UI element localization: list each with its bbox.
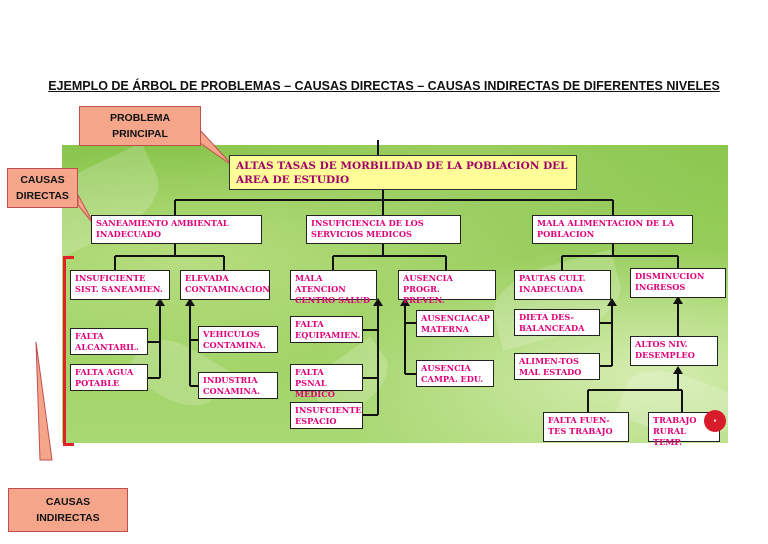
indirect-ausencia-cap-materna: AUSENCIACAP MATERNA: [416, 310, 494, 337]
indirect-altos-desempleo: ALTOS NIV. DESEMPLEO: [630, 336, 718, 366]
indirect-ausencia-campanas: AUSENCIA CAMPA. EDU.: [416, 360, 494, 387]
brand-logo-icon: ●: [704, 410, 726, 432]
indirect-falta-personal: FALTA PSNAL MEDICO: [290, 364, 363, 391]
callout-causas-indirectas: CAUSAS INDIRECTAS: [8, 488, 128, 532]
indirect-falta-equipamiento: FALTA EQUIPAMIEN.: [290, 316, 363, 343]
indirect-falta-agua: FALTA AGUA POTABLE: [70, 364, 148, 391]
indirect-industria: INDUSTRIA CONAMINA.: [198, 372, 278, 399]
indirect-falta-fuentes: FALTA FUEN- TES TRABAJO: [543, 412, 629, 442]
indirect-ausencia-programas: AUSENCIA PROGR. PREVEN.: [398, 270, 496, 300]
indirect-disminucion-ingresos: DISMINUCION INGRESOS: [630, 268, 726, 298]
callout-problema-principal: PROBLEMA PRINCIPAL: [79, 106, 201, 146]
indirect-vehiculos: VEHICULOS CONTAMINA.: [198, 326, 278, 353]
indirect-elevada-contaminacion: ELEVADA CONTAMINACION: [180, 270, 270, 300]
indirect-mala-atencion: MALA ATENCION CENTRO SALUD: [290, 270, 377, 300]
main-problem-box: ALTAS TASAS DE MORBILIDAD DE LA POBLACIO…: [229, 155, 577, 190]
indirect-dieta: DIETA DES- BALANCEADA: [514, 309, 600, 336]
direct-cause-servicios-medicos: INSUFICIENCIA DE LOS SERVICIOS MEDICOS: [306, 215, 461, 244]
indirect-alimentos: ALIMEN-TOS MAL ESTADO: [514, 353, 600, 380]
direct-cause-alimentacion: MALA ALIMENTACION DE LA POBLACION: [532, 215, 693, 244]
indirect-falta-alcantarillado: FALTA ALCANTARIL.: [70, 328, 148, 355]
indirect-pautas-culturales: PAUTAS CULT. INADECUADA: [514, 270, 611, 300]
indirect-insuficiente-saneamiento: INSUFICIENTE SIST. SANEAMIEN.: [70, 270, 170, 300]
callout-causas-directas: CAUSAS DIRECTAS: [7, 168, 78, 208]
direct-cause-saneamiento: SANEAMIENTO AMBIENTAL INADECUADO: [91, 215, 262, 244]
indirect-insuficiente-espacio: INSUFCIENTE ESPACIO: [290, 402, 363, 429]
